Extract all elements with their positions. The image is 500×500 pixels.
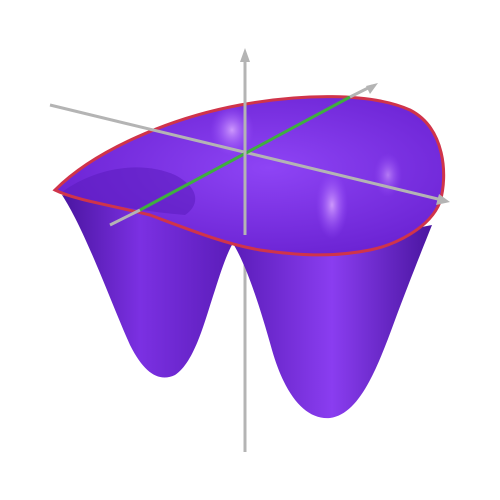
surface-highlight-center [210,104,254,156]
left-well-lobe [62,195,235,378]
depth-axis-grey-lower [109,208,141,227]
right-well-lobe [232,225,432,419]
horizontal-axis-x-arrowhead [436,194,450,205]
depth-axis-arrowhead [366,83,378,94]
left-bowl-shade [62,167,196,215]
surface-rim [52,95,446,257]
vertical-axis-arrowhead [240,48,250,62]
surface-highlight-right [316,171,348,239]
